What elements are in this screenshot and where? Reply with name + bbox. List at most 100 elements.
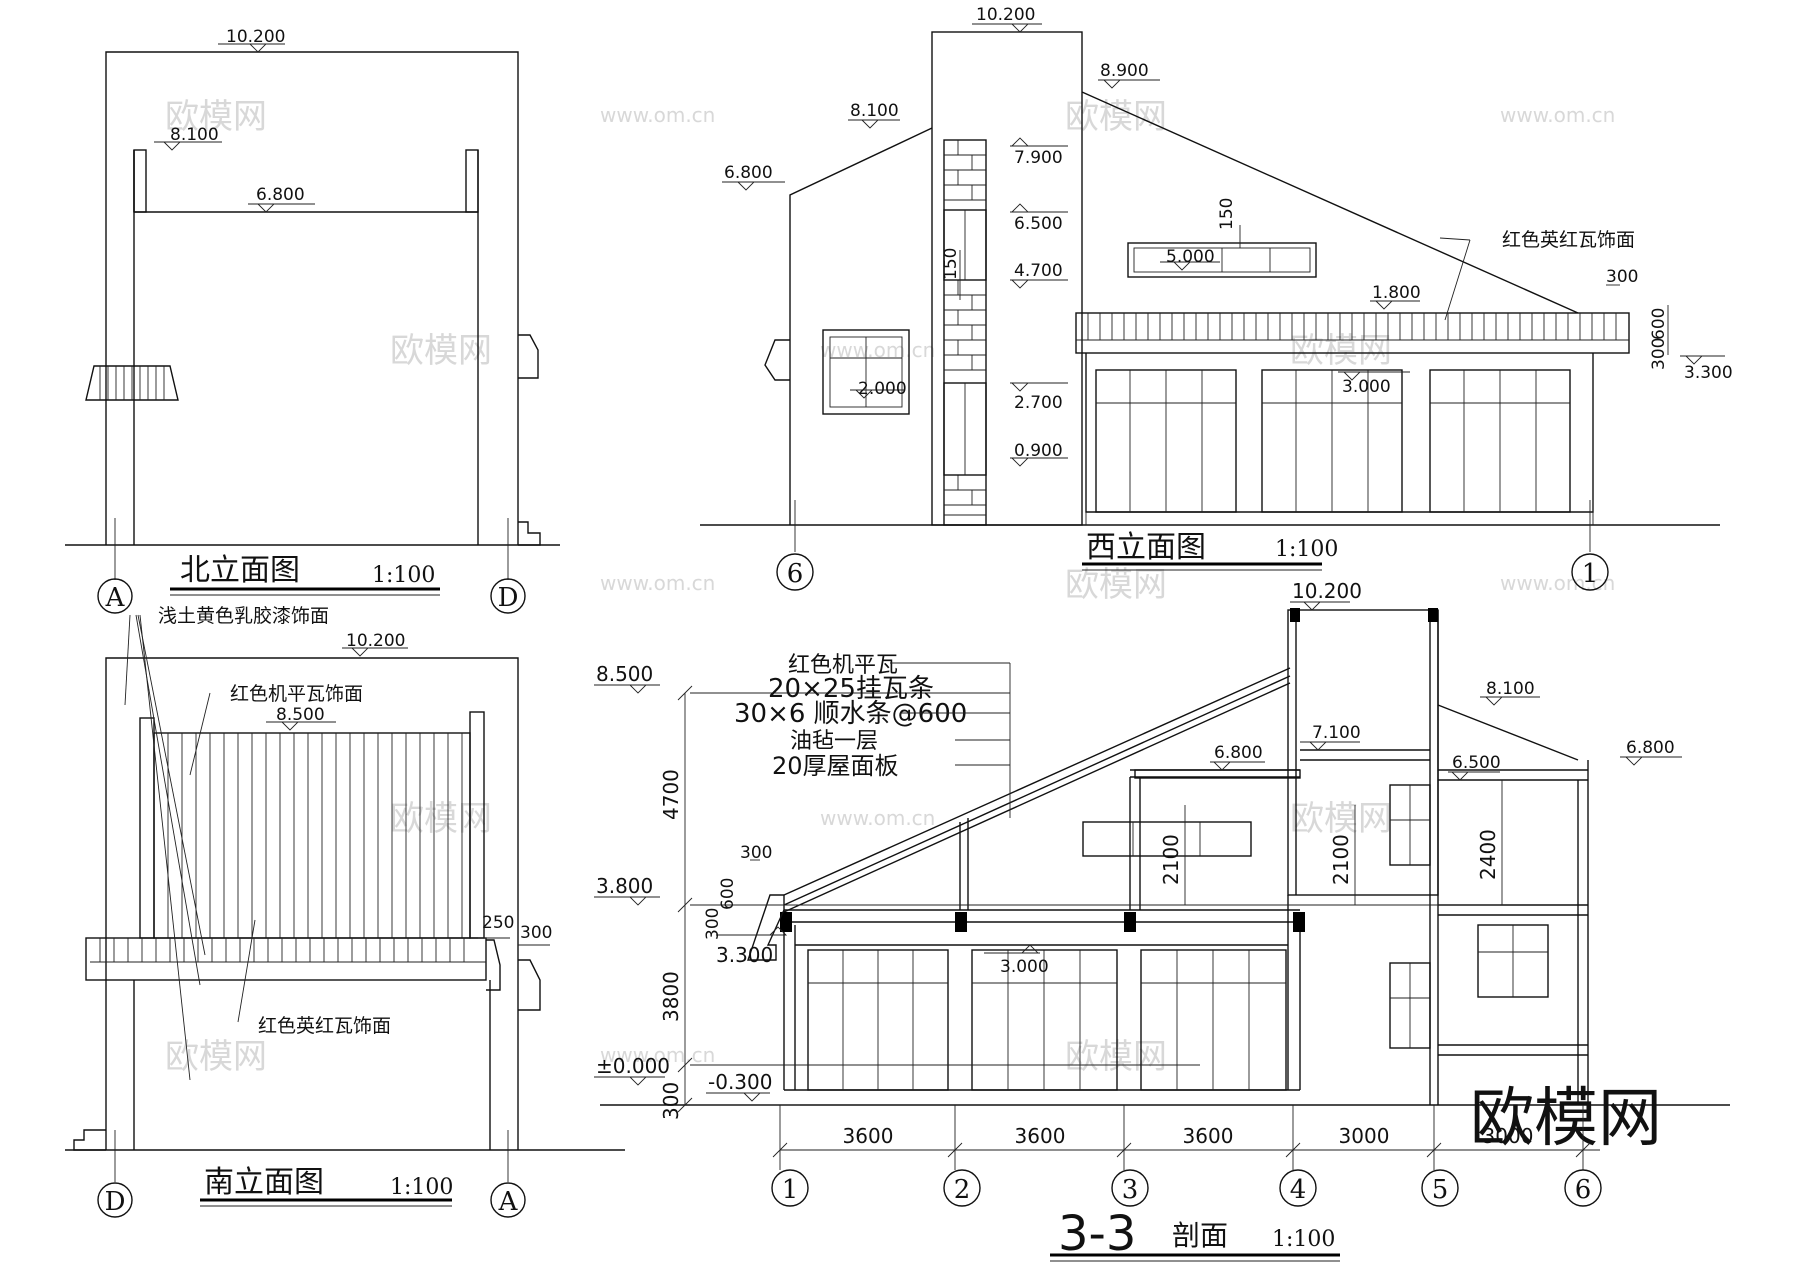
dimension-label: 300 — [1649, 338, 1669, 370]
roof-layer-label: 30×6 顺水条@600 — [734, 699, 967, 729]
view-scale: 1:100 — [390, 1175, 453, 1200]
dimension-label: 2100 — [1159, 834, 1183, 885]
view-title: 西立面图 — [1086, 530, 1206, 565]
view-scale: 1:100 — [1272, 1227, 1335, 1252]
view-title-suffix: 剖面 — [1172, 1219, 1228, 1252]
watermark-logo: 欧模网 — [1470, 1082, 1662, 1156]
level-mark: 3.800 — [596, 874, 653, 898]
west-elevation: 6 1 西立面图 1:100 10.200 8.900 8.100 6.800 … — [700, 5, 1733, 591]
dimension-label: 2400 — [1476, 829, 1500, 880]
view-scale: 1:100 — [372, 563, 435, 588]
dimension-label: 300 — [703, 908, 723, 940]
watermark-layer: 欧模网 www.om.cn 欧模网 www.om.cn 欧模网 www.om.c… — [165, 97, 1662, 1156]
section-3-3: 4700 3800 300 8.500 3.800 ±0.000 -0.300 … — [594, 579, 1730, 1262]
axis-label: 2 — [954, 1175, 971, 1205]
level-mark: 3.300 — [1684, 363, 1733, 383]
level-mark: 8.500 — [276, 705, 325, 725]
watermark-brand: 欧模网 — [1290, 799, 1392, 839]
level-mark: 2.000 — [858, 379, 907, 399]
level-mark: 10.200 — [226, 27, 285, 47]
dimension-label: 600 — [1649, 308, 1669, 340]
view-scale: 1:100 — [1275, 537, 1338, 562]
level-mark: 10.200 — [1292, 579, 1362, 603]
axis-label: 1 — [782, 1175, 799, 1205]
level-mark: ±0.000 — [596, 1054, 670, 1078]
roof-layer-label: 20×25挂瓦条 — [768, 674, 934, 704]
span-label: 3000 — [1339, 1124, 1390, 1148]
level-mark: 6.500 — [1014, 214, 1063, 234]
level-mark: 8.100 — [850, 101, 899, 121]
watermark-brand: 欧模网 — [390, 799, 492, 839]
dimension-label: 300 — [740, 843, 772, 863]
level-mark: 7.100 — [1312, 723, 1361, 743]
watermark-url: www.om.cn — [600, 1043, 715, 1067]
dimension-label: 3800 — [659, 971, 683, 1022]
axis-label: 3 — [1122, 1175, 1139, 1205]
view-title: 北立面图 — [180, 553, 300, 588]
roof-layer-label: 油毡一层 — [790, 729, 878, 754]
watermark-brand: 欧模网 — [390, 331, 492, 371]
watermark-brand: 欧模网 — [1065, 1037, 1167, 1077]
axis-label: A — [105, 583, 126, 613]
axis-label: A — [498, 1187, 519, 1217]
level-mark: 4.700 — [1014, 261, 1063, 281]
dimension-label: 300 — [659, 1082, 683, 1120]
level-mark: 3.000 — [1342, 377, 1391, 397]
dimension-label: 300 — [1606, 267, 1638, 287]
brick-hatch — [944, 140, 986, 516]
dimension-label: 2100 — [1329, 834, 1353, 885]
watermark-url: www.om.cn — [1500, 103, 1615, 127]
level-mark: 1.800 — [1372, 283, 1421, 303]
span-label: 3600 — [843, 1124, 894, 1148]
eave-tile-hatch — [1087, 313, 1617, 340]
dimension-label: 250 — [482, 913, 514, 933]
view-title: 3-3 — [1058, 1206, 1136, 1262]
watermark-url: www.om.cn — [600, 103, 715, 127]
level-mark: 3.300 — [716, 943, 773, 967]
level-mark: 3.000 — [1000, 957, 1049, 977]
level-mark: 8.900 — [1100, 61, 1149, 81]
axis-label: D — [105, 1187, 126, 1217]
dimension-label: 300 — [520, 923, 552, 943]
watermark-url: www.om.cn — [1500, 571, 1615, 595]
level-mark: 6.800 — [724, 163, 773, 183]
north-elevation: A D 10.200 8.100 6.800 北立面图 1:100 — [65, 27, 560, 614]
axis-label: 1 — [1582, 559, 1599, 589]
level-mark: 8.100 — [170, 125, 219, 145]
span-label: 3600 — [1015, 1124, 1066, 1148]
watermark-brand: 欧模网 — [165, 97, 267, 137]
watermark-brand: 欧模网 — [1065, 565, 1167, 605]
level-mark: 10.200 — [346, 631, 405, 651]
view-title: 南立面图 — [204, 1165, 324, 1200]
level-mark: 8.100 — [1486, 679, 1535, 699]
level-mark: 6.500 — [1452, 753, 1501, 773]
level-mark: 6.800 — [256, 185, 305, 205]
annotation-roof-tile: 红色机平瓦饰面 — [230, 683, 363, 705]
roof-tile-hatch — [167, 733, 463, 938]
axis-label: 6 — [1575, 1175, 1592, 1205]
watermark-brand: 欧模网 — [1290, 331, 1392, 371]
watermark-url: www.om.cn — [820, 806, 935, 830]
roof-layer-label: 20厚屋面板 — [772, 752, 899, 780]
watermark-brand: 欧模网 — [165, 1037, 267, 1077]
level-mark: 6.800 — [1626, 738, 1675, 758]
level-mark: 7.900 — [1014, 148, 1063, 168]
level-mark: 8.500 — [596, 662, 653, 686]
axis-label: 6 — [787, 559, 804, 589]
span-label: 3600 — [1183, 1124, 1234, 1148]
level-mark: -0.300 — [708, 1070, 772, 1094]
watermark-url: www.om.cn — [600, 571, 715, 595]
level-mark: 0.900 — [1014, 441, 1063, 461]
level-mark: 5.000 — [1166, 247, 1215, 267]
annotation-eave-tile: 红色英红瓦饰面 — [258, 1015, 391, 1037]
south-elevation: 浅土黄色乳胶漆饰面 红色机平瓦饰面 红色英红瓦饰面 10.200 8.500 2… — [65, 605, 625, 1218]
level-mark: 10.200 — [976, 5, 1035, 25]
annotation-eave-tile: 红色英红瓦饰面 — [1502, 229, 1635, 251]
dimension-label: 4700 — [659, 769, 683, 820]
axis-label: 5 — [1432, 1175, 1449, 1205]
axis-label: D — [498, 583, 519, 613]
watermark-brand: 欧模网 — [1065, 97, 1167, 137]
roof-layer-label: 红色机平瓦 — [788, 653, 898, 678]
dimension-label: 150 — [941, 248, 961, 280]
